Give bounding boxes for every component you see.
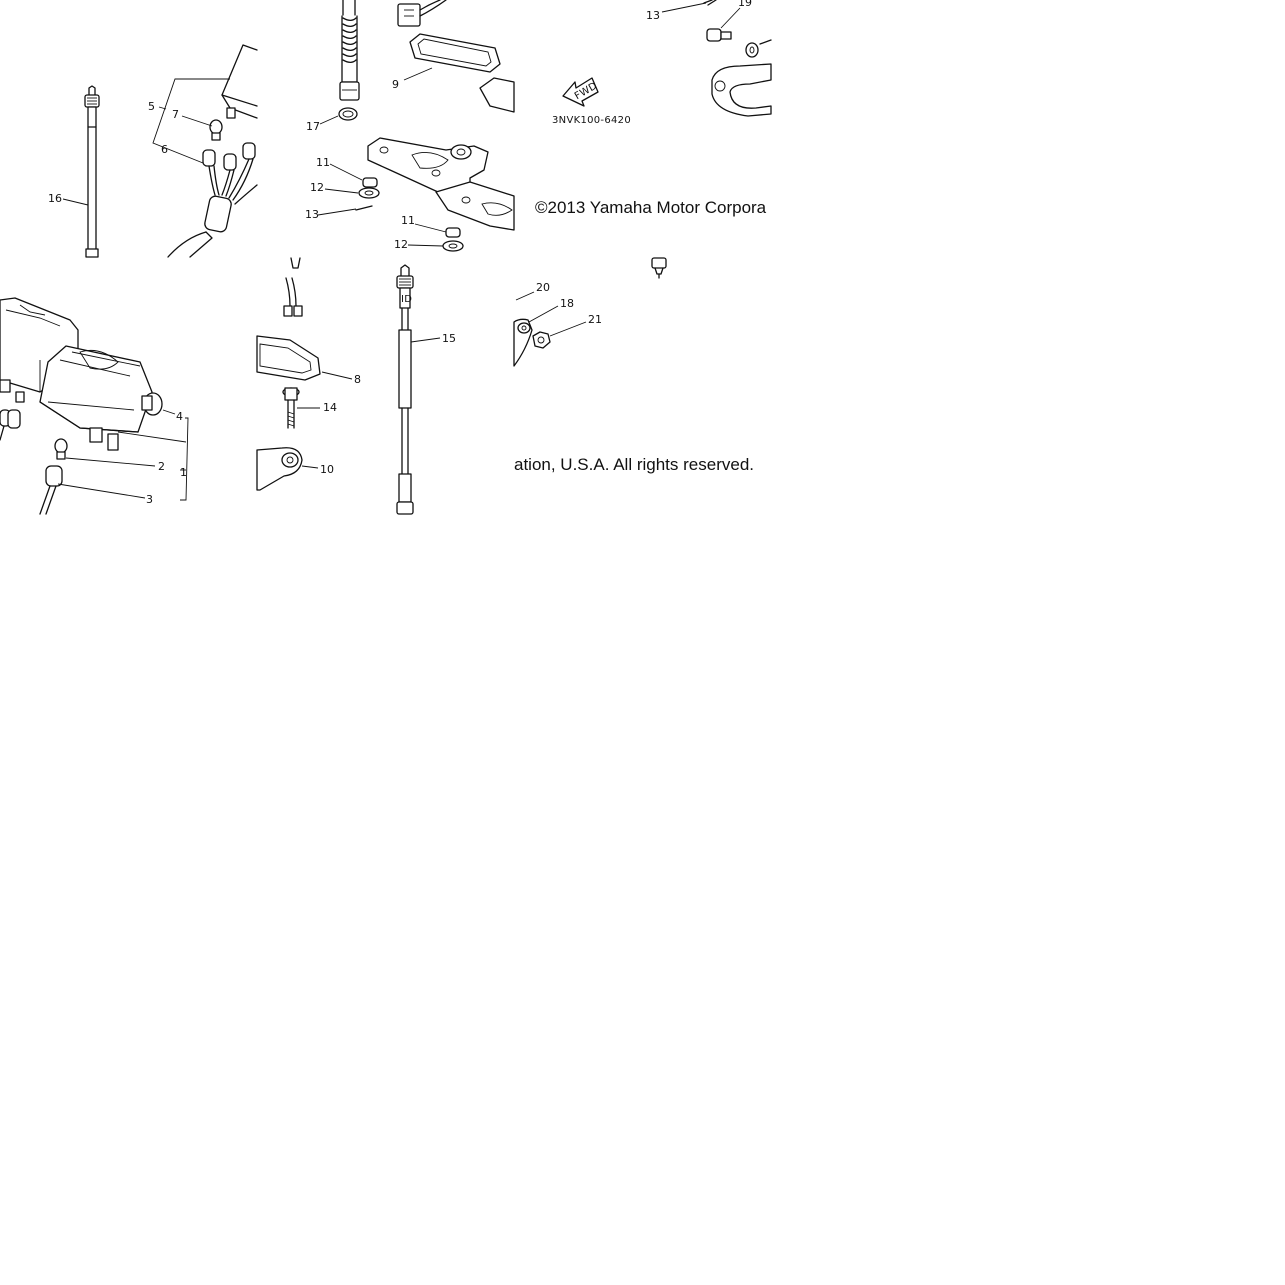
fwd-arrow-icon: FWD: [562, 77, 599, 107]
callout-5: 5: [148, 100, 155, 113]
copyright-part-1: ©2013 Yamaha Motor Corpora: [535, 198, 767, 217]
nut-21-drawing: [532, 331, 551, 349]
connector-drawing: [397, 0, 447, 27]
cable-16-drawing: [84, 85, 100, 258]
clamp-drawing: [711, 63, 772, 117]
damper-10-drawing: [256, 447, 303, 491]
diagram-code: 3NVK100-6420: [552, 115, 631, 126]
tile-e: 8 14 10 ID: [256, 257, 456, 515]
callout-9: 9: [392, 78, 399, 91]
tile-c: 13 19 FWD 3NVK100-6420 ©2013 Yamaha Moto…: [535, 0, 772, 217]
callout-18: 18: [560, 297, 574, 310]
bolt-19-drawing: [706, 28, 732, 42]
tile-a: 16 5: [48, 44, 258, 258]
gauge-housing-drawing: [221, 44, 258, 119]
tile-f: 20 18 21 ation, U.S.A. All rights reserv…: [513, 257, 754, 474]
svg-text:ID: ID: [401, 294, 412, 305]
spring-drawing: [339, 0, 360, 101]
gasket-9-drawing: [409, 33, 515, 113]
callout-12a: 12: [310, 181, 324, 194]
callout-3: 3: [146, 493, 153, 506]
callout-1: 1: [180, 466, 187, 479]
callout-2: 2: [158, 460, 165, 473]
copyright-part-2: ation, U.S.A. All rights reserved.: [514, 455, 754, 474]
callout-16: 16: [48, 192, 62, 205]
callout-13a: 13: [305, 208, 319, 221]
callout-15: 15: [442, 332, 456, 345]
callout-12b: 12: [394, 238, 408, 251]
bracket-plate-drawing: [367, 137, 515, 231]
washer-17-drawing: [338, 107, 358, 121]
callout-20: 20: [536, 281, 550, 294]
callout-8: 8: [354, 373, 361, 386]
callout-6: 6: [161, 143, 168, 156]
bolt-14-drawing: [282, 387, 300, 429]
socket-harness-drawing: [167, 142, 258, 258]
callout-11a: 11: [316, 156, 330, 169]
tile-b: 17 9: [305, 0, 515, 252]
callout-19: 19: [738, 0, 752, 9]
screw-top-drawing: [651, 257, 667, 279]
knob-4-drawing: [141, 392, 163, 416]
meter-right-drawing: [39, 345, 153, 451]
callout-14: 14: [323, 401, 337, 414]
callout-10: 10: [320, 463, 334, 476]
callout-11b: 11: [401, 214, 415, 227]
callout-13b: 13: [646, 9, 660, 22]
tile-d: 4 2 1 3: [0, 297, 189, 515]
gasket-8-drawing: [256, 335, 321, 381]
callout-7: 7: [172, 108, 179, 121]
callout-21: 21: [588, 313, 602, 326]
callout-4: 4: [176, 410, 183, 423]
cable-15-drawing: ID: [396, 264, 414, 515]
callout-17: 17: [306, 120, 320, 133]
bulb-7-drawing: [209, 119, 223, 141]
